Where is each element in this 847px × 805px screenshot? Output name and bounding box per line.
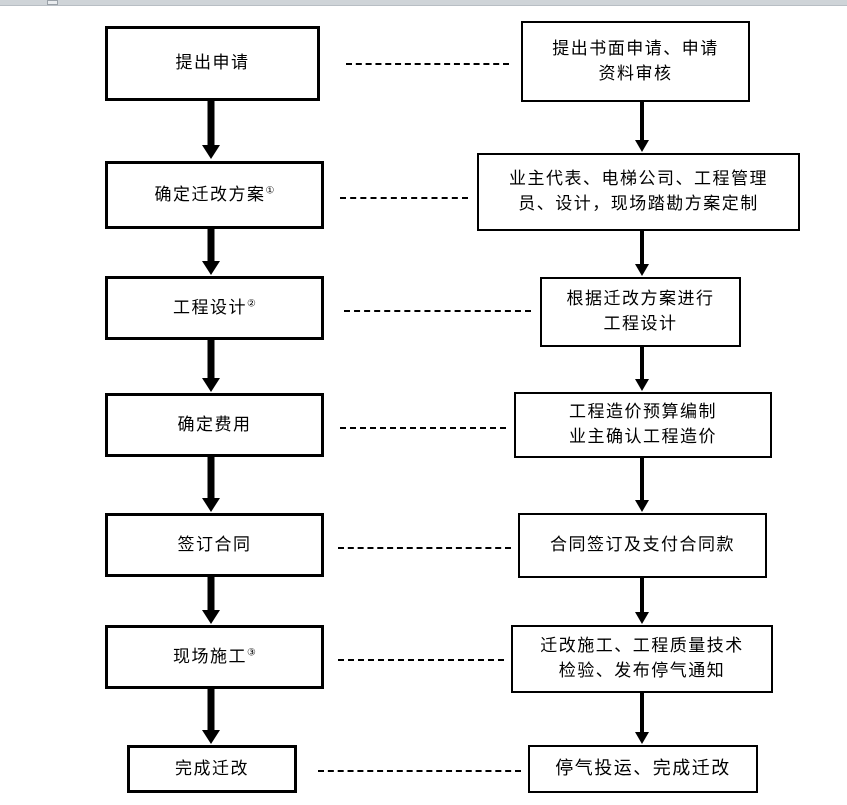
flow-node-L6[interactable]: 现场施工③ — [105, 625, 324, 689]
arrow-L4-to-L5 — [196, 457, 226, 512]
arrow-L5-to-L6 — [196, 577, 226, 624]
arrow-L3-to-L4 — [196, 340, 226, 392]
arrow-L1-to-L2 — [196, 101, 226, 159]
window-chrome-notch — [47, 0, 58, 5]
arrow-R2-to-R3 — [629, 231, 655, 276]
dashed-link-L6-R6 — [338, 659, 504, 661]
flow-node-L7[interactable]: 完成迁改 — [127, 745, 297, 793]
flow-node-L3[interactable]: 工程设计② — [105, 276, 324, 340]
flow-node-L6-note: ③ — [247, 647, 256, 659]
dashed-link-L2-R2 — [340, 197, 468, 199]
dashed-link-L7-R7 — [318, 770, 521, 772]
dashed-link-L1-R1 — [346, 63, 509, 65]
flow-node-R1-label: 提出书面申请、申请 资料审核 — [552, 38, 719, 84]
arrow-R6-to-R7 — [629, 693, 655, 744]
dashed-link-L4-R4 — [340, 427, 506, 429]
arrow-R3-to-R4 — [629, 347, 655, 391]
flow-node-R6-label: 迁改施工、工程质量技术 检验、发布停气通知 — [540, 636, 744, 681]
flow-node-L1[interactable]: 提出申请 — [105, 26, 320, 101]
flow-node-R4[interactable]: 工程造价预算编制 业主确认工程造价 — [514, 392, 772, 458]
flow-node-L1-label: 提出申请 — [175, 53, 250, 74]
flow-node-R3-label: 根据迁改方案进行 工程设计 — [566, 289, 715, 334]
flow-node-R2-label: 业主代表、电梯公司、工程管理 员、设计，现场踏勘方案定制 — [509, 169, 768, 214]
flow-node-L3-label: 工程设计② — [173, 297, 256, 318]
arrow-R4-to-R5 — [629, 458, 655, 512]
dashed-link-L3-R3 — [344, 310, 531, 312]
arrow-R5-to-R6 — [629, 578, 655, 624]
flow-node-L2[interactable]: 确定迁改方案① — [105, 161, 324, 229]
flow-node-L4-label: 确定费用 — [177, 414, 252, 435]
flow-node-L3-note: ② — [247, 298, 256, 310]
flow-node-R2[interactable]: 业主代表、电梯公司、工程管理 员、设计，现场踏勘方案定制 — [477, 153, 800, 231]
flow-node-R7[interactable]: 停气投运、完成迁改 — [528, 745, 758, 793]
flow-node-R6[interactable]: 迁改施工、工程质量技术 检验、发布停气通知 — [511, 625, 773, 693]
flow-node-L4[interactable]: 确定费用 — [105, 393, 324, 457]
flow-node-R4-label: 工程造价预算编制 业主确认工程造价 — [569, 402, 717, 447]
flow-node-L7-label: 完成迁改 — [175, 758, 249, 779]
arrow-L6-to-L7 — [196, 689, 226, 744]
flow-node-L2-label: 确定迁改方案① — [154, 184, 275, 205]
flow-node-L5[interactable]: 签订合同 — [105, 513, 324, 577]
flow-node-L5-label: 签订合同 — [177, 534, 252, 555]
flow-node-L2-note: ① — [265, 185, 275, 197]
flow-node-R1[interactable]: 提出书面申请、申请 资料审核 — [521, 21, 750, 102]
dashed-link-L5-R5 — [338, 547, 511, 549]
flow-node-R3[interactable]: 根据迁改方案进行 工程设计 — [540, 277, 741, 347]
arrow-L2-to-L3 — [196, 229, 226, 275]
flow-node-R5[interactable]: 合同签订及支付合同款 — [518, 513, 767, 578]
flow-node-L6-label: 现场施工③ — [173, 646, 256, 667]
flow-node-R5-label: 合同签订及支付合同款 — [550, 535, 735, 556]
arrow-R1-to-R2 — [629, 102, 655, 152]
flow-node-R7-label: 停气投运、完成迁改 — [555, 757, 731, 779]
window-chrome-strip — [0, 0, 847, 6]
